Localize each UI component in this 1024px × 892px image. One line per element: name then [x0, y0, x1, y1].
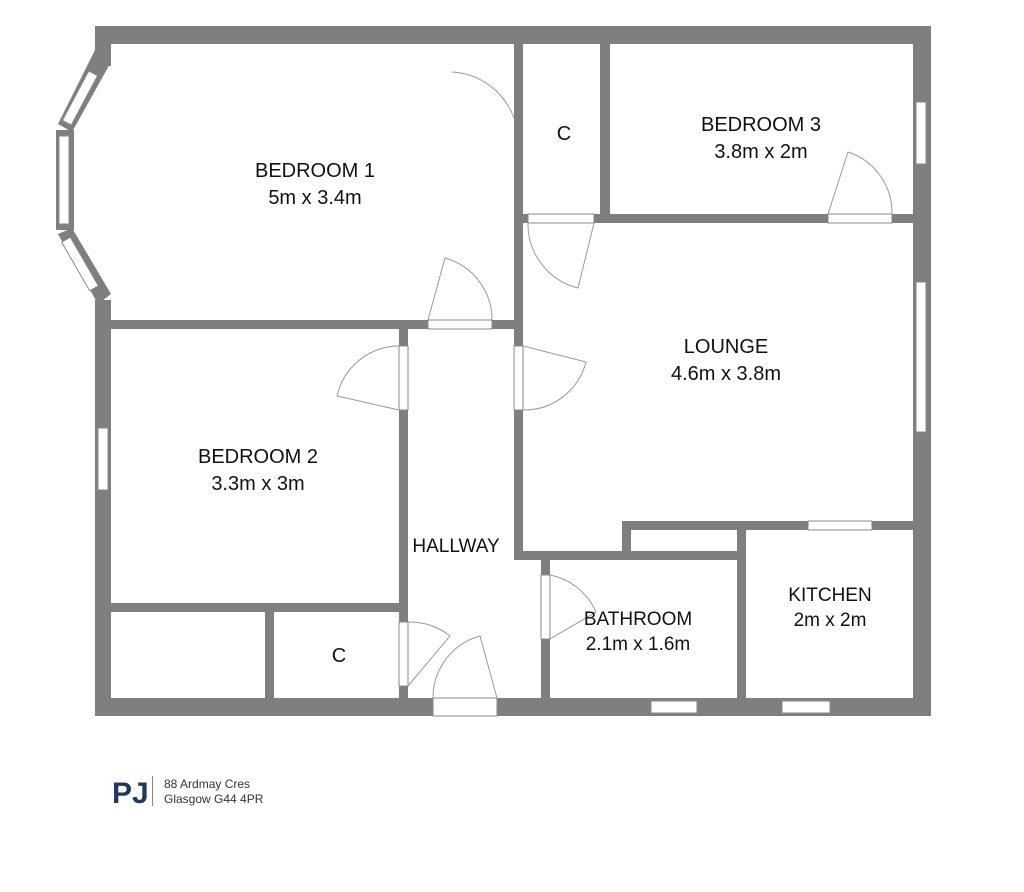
company-logo: PJ	[112, 777, 149, 810]
bedroom3-name: BEDROOM 3	[701, 114, 821, 136]
window-bedroom2	[97, 427, 109, 491]
window-lounge	[915, 281, 927, 433]
cupboard-bottom-label: C	[332, 645, 346, 667]
bedroom3-dims: 3.8m x 2m	[714, 141, 807, 163]
address-line-2: Glasgow G44 4PR	[164, 792, 264, 806]
window-bedroom3	[915, 101, 927, 165]
doors	[336, 71, 893, 717]
window-bay-middle	[58, 135, 70, 225]
window-kitchen	[781, 700, 831, 714]
window-bay-bottom	[60, 236, 100, 292]
lounge-dims: 4.6m x 3.8m	[671, 363, 781, 385]
bedroom1-name: BEDROOM 1	[255, 160, 375, 182]
window-bay-top	[61, 70, 99, 126]
bedroom1-dims: 5m x 3.4m	[268, 187, 361, 209]
bedroom2-name: BEDROOM 2	[198, 446, 318, 468]
window-bathroom	[650, 700, 698, 714]
address-line-1: 88 Ardmay Cres	[164, 777, 250, 791]
kitchen-name: KITCHEN	[788, 585, 871, 606]
lounge-name: LOUNGE	[684, 336, 768, 358]
bathroom-dims: 2.1m x 1.6m	[586, 634, 691, 655]
bathroom-name: BATHROOM	[584, 609, 692, 630]
hallway-name: HALLWAY	[412, 536, 500, 557]
cupboard-top-label: C	[557, 123, 571, 145]
windows	[58, 70, 927, 714]
footer-divider	[152, 776, 153, 806]
bedroom2-dims: 3.3m x 3m	[211, 473, 304, 495]
kitchen-dims: 2m x 2m	[794, 610, 867, 631]
room-labels: BEDROOM 1 5m x 3.4m C BEDROOM 3 3.8m x 2…	[198, 114, 872, 667]
footer: PJ 88 Ardmay Cres Glasgow G44 4PR	[112, 776, 264, 810]
